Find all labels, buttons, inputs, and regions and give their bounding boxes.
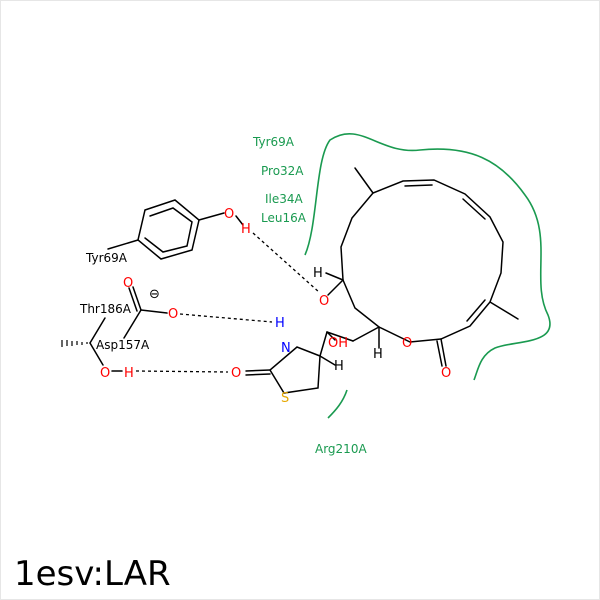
atom-n: N	[281, 341, 291, 356]
atom-o-carbonyl: O	[441, 366, 451, 381]
residue-thr186: Thr186A	[79, 302, 132, 316]
bridge-bond-2	[326, 331, 354, 342]
hbond-tyr-o	[252, 232, 321, 294]
atom-minus: ⊖	[149, 287, 160, 302]
residue-leu16: Leu16A	[261, 211, 307, 225]
atom-o-tyr: O	[224, 207, 234, 222]
ring-stereo-bond	[319, 331, 328, 357]
tyr-benzene-inner	[144, 207, 193, 253]
methyl-right	[489, 301, 519, 320]
asp-c-o	[140, 309, 168, 314]
carbonyl-bond	[440, 338, 447, 367]
atom-h-tyr: H	[241, 222, 251, 237]
asp-c-c	[123, 309, 142, 339]
atom-h-ring: H	[334, 359, 344, 374]
residue-ile34: Ile34A	[265, 192, 304, 206]
bridge-bond-1	[352, 326, 380, 342]
asp-co-a	[132, 286, 142, 311]
macrocycle-ring	[340, 179, 504, 343]
double-bond-3	[466, 299, 486, 322]
tyr-o-bond	[198, 212, 225, 221]
residue-arg210: Arg210A	[315, 442, 367, 456]
residue-asp157: Asp157A	[96, 338, 150, 352]
asp-co-b	[128, 287, 138, 312]
atom-s: S	[281, 391, 289, 406]
tyr-oh-bond	[235, 215, 244, 226]
c-o-bond-a	[245, 369, 271, 372]
oh-bond	[326, 331, 336, 341]
atom-o-thiazolidinone: O	[231, 366, 241, 381]
atom-h-bridge: H	[373, 347, 383, 362]
thr-c-c	[89, 317, 106, 344]
hbond-asp-nh	[179, 313, 273, 323]
residue-tyr69-top: Tyr69A	[252, 135, 295, 149]
bridge-bond-4	[327, 279, 344, 296]
atom-h-thr: H	[124, 366, 134, 381]
double-bond-2	[462, 198, 486, 220]
residue-tyr69-left: Tyr69A	[85, 251, 128, 265]
atom-o-ring-ether: O	[319, 294, 329, 309]
atom-h-ring-top: H	[313, 266, 323, 281]
c-o-bond-b	[245, 373, 271, 376]
double-bond-1	[404, 184, 433, 187]
ring-h-bond	[319, 355, 336, 366]
atom-oh: OH	[328, 336, 348, 351]
thr-c-o	[89, 342, 104, 366]
hydrophobic-arc-bottom	[327, 389, 348, 419]
atom-h-n: H	[275, 316, 285, 331]
bridge-bond-5	[325, 272, 344, 281]
carbonyl-bond-2	[436, 340, 443, 367]
atom-o-lactone: O	[402, 336, 412, 351]
hbond-thr-co	[135, 370, 229, 373]
atom-o-asp-top: O	[123, 276, 133, 291]
atom-o-thr: O	[100, 366, 110, 381]
residue-pro32: Pro32A	[261, 164, 304, 178]
methyl-top	[354, 167, 374, 194]
thr-hash-bond	[61, 340, 88, 347]
figure-title: 1esv:LAR	[14, 554, 171, 594]
hydrophobic-arc-top	[304, 133, 551, 381]
tyr-ring-bond	[107, 239, 139, 250]
thiazolidinone-ring	[269, 346, 321, 394]
atom-o-asp: O	[168, 307, 178, 322]
